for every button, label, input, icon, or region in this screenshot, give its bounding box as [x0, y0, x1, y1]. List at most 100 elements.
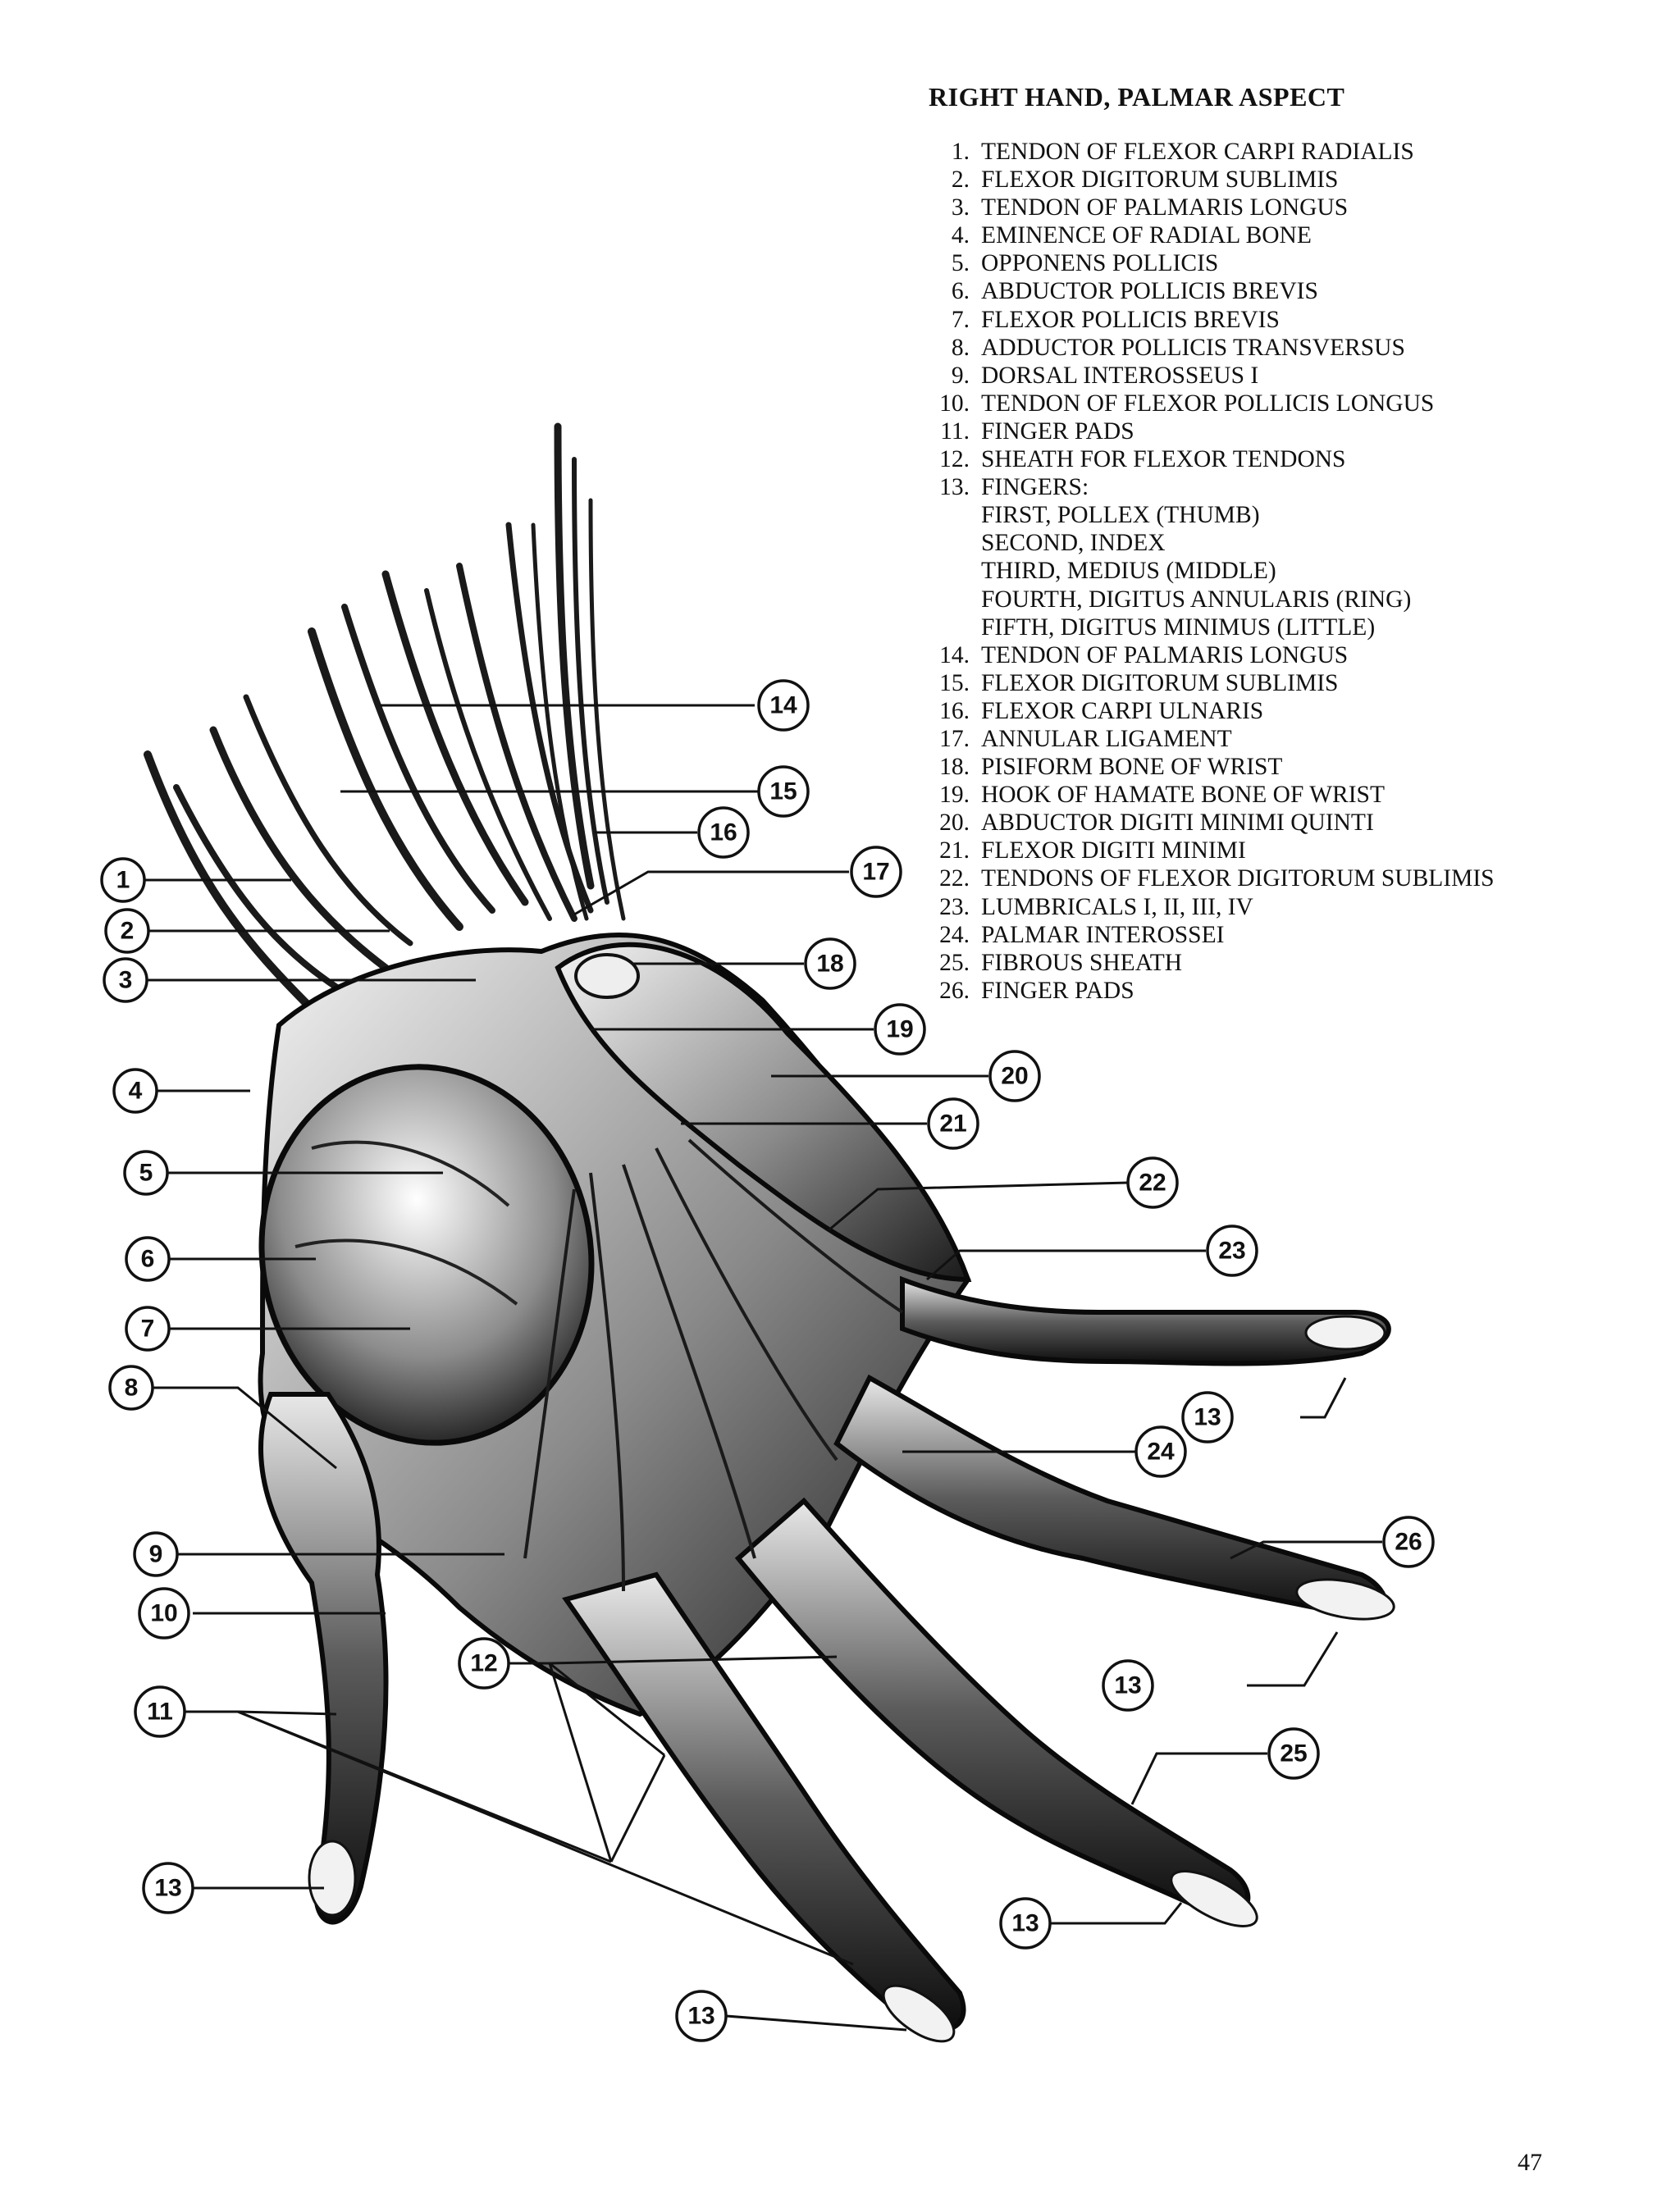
- legend-label: TENDONS OF FLEXOR DIGITORUM SUBLIMIS: [981, 865, 1495, 892]
- legend-label: FINGERS:: [981, 474, 1089, 501]
- callout-21: 21: [927, 1097, 979, 1150]
- legend-label: TENDON OF PALMARIS LONGUS: [981, 194, 1349, 221]
- leader-lines: [144, 704, 1382, 2032]
- legend-number: 8.: [951, 334, 970, 361]
- legend-finger-item: FOURTH, DIGITUS ANNULARIS (RING): [981, 586, 1412, 613]
- svg-text:8: 8: [125, 1375, 139, 1402]
- legend-label: FLEXOR DIGITI MINIMI: [981, 837, 1246, 864]
- svg-text:11: 11: [147, 1699, 173, 1726]
- legend-finger-item: FIFTH, DIGITUS MINIMUS (LITTLE): [981, 613, 1376, 641]
- svg-text:13: 13: [1114, 1672, 1141, 1699]
- svg-text:15: 15: [769, 778, 797, 805]
- callout-5: 5: [123, 1150, 169, 1196]
- legend-number: 19.: [939, 782, 970, 809]
- svg-text:17: 17: [862, 859, 889, 886]
- legend-item: 15. FLEXOR DIGITORUM SUBLIMIS: [929, 669, 1650, 697]
- legend-number: 16.: [939, 697, 970, 724]
- legend-item: 18.PISIFORM BONE OF WRIST: [929, 753, 1650, 781]
- svg-text:4: 4: [129, 1078, 143, 1105]
- legend-item: 1.TENDON OF FLEXOR CARPI RADIALIS: [929, 138, 1650, 166]
- page-title: RIGHT HAND, PALMAR ASPECT: [929, 82, 1345, 112]
- callout-9: 9: [133, 1531, 179, 1577]
- svg-text:13: 13: [154, 1875, 181, 1902]
- legend-item: 9. DORSAL INTEROSSEUS I: [929, 362, 1650, 390]
- legend-item: 25. FIBROUS SHEATH: [929, 949, 1650, 977]
- callout-13-index: 13: [675, 1990, 728, 2042]
- callout-17: 17: [850, 846, 902, 898]
- little-finger: [900, 1275, 1391, 1366]
- legend-label: FLEXOR CARPI ULNARIS: [981, 697, 1264, 724]
- legend-number: 2.: [951, 166, 970, 194]
- svg-text:10: 10: [150, 1600, 177, 1627]
- legend-number: 9.: [951, 362, 970, 389]
- legend-item: 26.FINGER PADS: [929, 977, 1650, 1005]
- legend-item: 11.FINGER PADS: [929, 417, 1650, 445]
- svg-text:18: 18: [816, 951, 843, 978]
- legend-number: 26.: [939, 977, 970, 1004]
- legend-item: 8. ADDUCTOR POLLICIS TRANSVERSUS: [929, 334, 1650, 362]
- callout-22: 22: [1126, 1156, 1179, 1209]
- callout-11: 11: [134, 1685, 186, 1738]
- callout-8: 8: [108, 1365, 154, 1411]
- legend-item: 16. FLEXOR CARPI ULNARIS: [929, 697, 1650, 725]
- svg-text:13: 13: [687, 2003, 714, 2030]
- callout-4: 4: [112, 1068, 158, 1114]
- legend-label: ADDUCTOR POLLICIS TRANSVERSUS: [981, 334, 1405, 361]
- svg-text:12: 12: [470, 1650, 497, 1677]
- legend-number: 24.: [939, 921, 970, 948]
- legend-label: DORSAL INTEROSSEUS I: [981, 362, 1259, 389]
- legend-label: LUMBRICALS I, II, III, IV: [981, 893, 1253, 920]
- legend-number: 17.: [939, 725, 970, 752]
- svg-text:7: 7: [141, 1316, 155, 1343]
- callout-13-thumb: 13: [142, 1862, 194, 1914]
- callout-26: 26: [1382, 1516, 1435, 1568]
- legend-number: 23.: [939, 893, 970, 920]
- svg-text:19: 19: [886, 1016, 913, 1043]
- callout-3: 3: [103, 957, 148, 1003]
- legend-number: 5.: [951, 250, 970, 277]
- svg-text:23: 23: [1218, 1238, 1245, 1265]
- legend-number: 14.: [939, 641, 970, 668]
- callout-12: 12: [458, 1637, 510, 1690]
- legend-label: FLEXOR DIGITORUM SUBLIMIS: [981, 669, 1339, 696]
- legend-label: FIBROUS SHEATH: [981, 949, 1183, 976]
- legend-number: 21.: [939, 837, 970, 864]
- legend-number: 15.: [939, 669, 970, 696]
- legend-label: FLEXOR DIGITORUM SUBLIMIS: [981, 166, 1339, 194]
- svg-text:9: 9: [149, 1541, 163, 1568]
- legend-number: 12.: [939, 446, 970, 473]
- callout-25: 25: [1267, 1727, 1320, 1780]
- legend-item: 7.FLEXOR POLLICIS BREVIS: [929, 306, 1650, 334]
- callout-10: 10: [138, 1587, 190, 1640]
- ring-finger: [833, 1374, 1388, 1620]
- legend-item: 20.ABDUCTOR DIGITI MINIMI QUINTI: [929, 809, 1650, 837]
- callout-13-middle: 13: [999, 1897, 1052, 1950]
- svg-text:16: 16: [710, 819, 737, 846]
- callout-19: 19: [874, 1003, 926, 1056]
- thumb: [258, 1392, 389, 1925]
- legend-label: FLEXOR POLLICIS BREVIS: [981, 306, 1280, 333]
- legend-label: EMINENCE OF RADIAL BONE: [981, 222, 1312, 249]
- callout-20: 20: [988, 1050, 1041, 1102]
- legend-number: 4.: [951, 222, 970, 249]
- legend-item: 21. FLEXOR DIGITI MINIMI: [929, 837, 1650, 864]
- legend-item: 5.OPPONENS POLLICIS: [929, 249, 1650, 277]
- svg-text:3: 3: [119, 967, 133, 994]
- svg-text:1: 1: [116, 867, 130, 894]
- legend-label: SHEATH FOR FLEXOR TENDONS: [981, 446, 1346, 473]
- legend-item: 6.ABDUCTOR POLLICIS BREVIS: [929, 277, 1650, 305]
- callout-13-little: 13: [1181, 1391, 1234, 1444]
- legend-finger-item: FIRST, POLLEX (THUMB): [981, 502, 1260, 529]
- callout-14: 14: [757, 679, 810, 732]
- legend-item: 19. HOOK OF HAMATE BONE OF WRIST: [929, 781, 1650, 809]
- legend-label: PISIFORM BONE OF WRIST: [981, 754, 1283, 781]
- svg-text:26: 26: [1395, 1529, 1422, 1556]
- legend-label: HOOK OF HAMATE BONE OF WRIST: [981, 782, 1385, 809]
- svg-text:14: 14: [769, 692, 797, 719]
- legend-item: 14.TENDON OF PALMARIS LONGUS: [929, 641, 1650, 669]
- svg-text:22: 22: [1139, 1170, 1166, 1197]
- svg-text:13: 13: [1194, 1404, 1221, 1431]
- legend-number: 25.: [939, 949, 970, 976]
- legend-label: ABDUCTOR POLLICIS BREVIS: [981, 278, 1318, 305]
